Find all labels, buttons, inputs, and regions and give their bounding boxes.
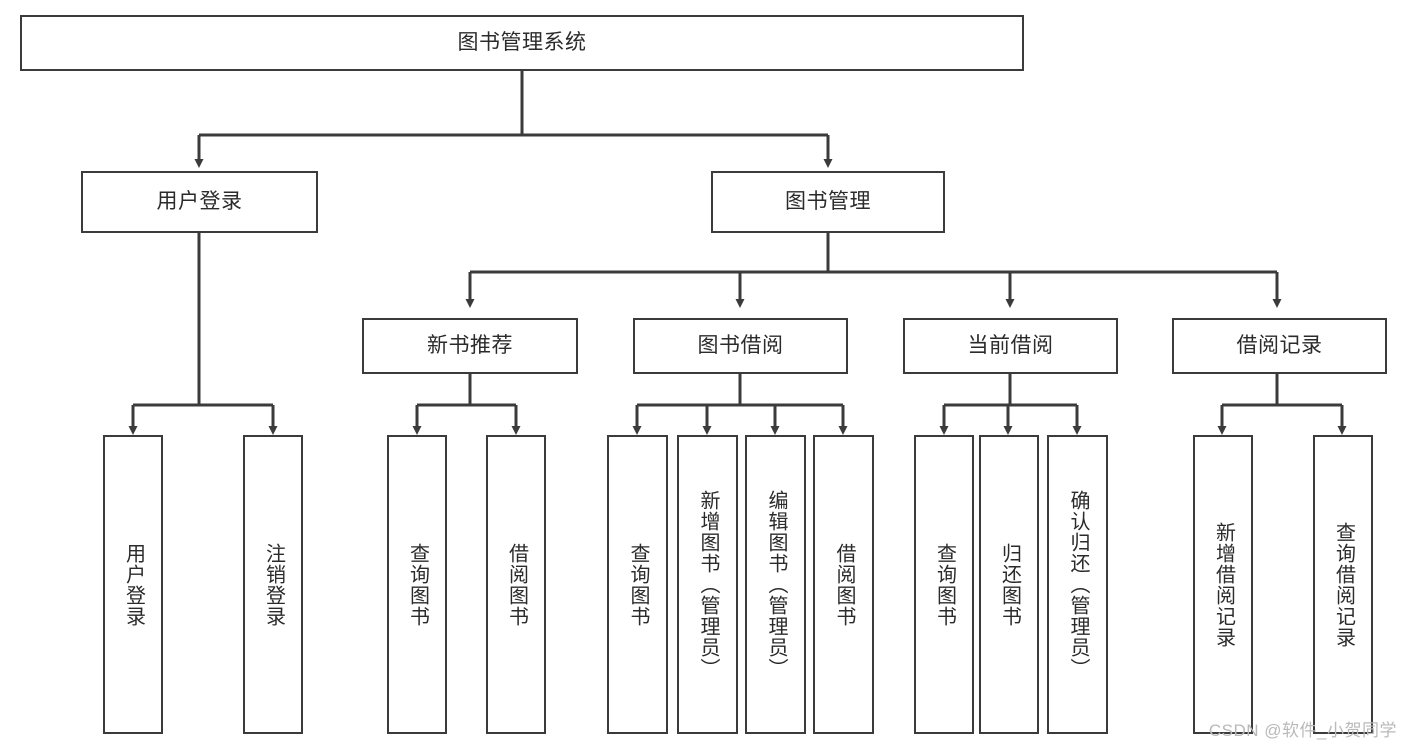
node-label: 归还图书 xyxy=(998,542,1021,627)
leaf-current-confirm-return-admin[interactable]: 确认归还（管理员） xyxy=(1047,435,1108,734)
node-label: 查询图书 xyxy=(406,542,429,627)
node-current-borrow[interactable]: 当前借阅 xyxy=(903,318,1118,374)
leaf-new-book-query[interactable]: 查询图书 xyxy=(387,435,447,734)
node-label: 借阅图书 xyxy=(833,542,855,627)
leaf-user-login-login[interactable]: 用户登录 xyxy=(103,435,163,734)
leaf-current-return-book[interactable]: 归还图书 xyxy=(979,435,1039,734)
node-new-book-recommend[interactable]: 新书推荐 xyxy=(362,318,578,374)
node-label: 新增图书（管理员） xyxy=(697,490,719,679)
leaf-borrow-query-book[interactable]: 查询图书 xyxy=(607,435,668,734)
node-label: 图书管理 xyxy=(785,190,871,214)
leaf-records-query-record[interactable]: 查询借阅记录 xyxy=(1313,435,1373,734)
node-label: 查询图书 xyxy=(933,542,956,627)
node-user-login[interactable]: 用户登录 xyxy=(81,171,318,233)
node-book-borrow[interactable]: 图书借阅 xyxy=(633,318,848,374)
leaf-records-add-record[interactable]: 新增借阅记录 xyxy=(1193,435,1253,734)
node-book-management[interactable]: 图书管理 xyxy=(711,171,945,233)
leaf-borrow-edit-book-admin[interactable]: 编辑图书（管理员） xyxy=(745,435,806,734)
node-label: 查询图书 xyxy=(627,542,649,627)
node-borrow-records[interactable]: 借阅记录 xyxy=(1172,318,1387,374)
csdn-watermark: CSDN @软件_小贺同学 xyxy=(1208,721,1397,740)
node-label: 用户登录 xyxy=(156,190,243,214)
node-label: 借阅记录 xyxy=(1236,334,1323,358)
leaf-current-query-book[interactable]: 查询图书 xyxy=(914,435,974,734)
node-label: 新书推荐 xyxy=(427,334,513,358)
leaf-borrow-borrow-book[interactable]: 借阅图书 xyxy=(813,435,874,734)
node-label: 图书借阅 xyxy=(697,334,784,358)
node-root-system[interactable]: 图书管理系统 xyxy=(20,15,1024,71)
leaf-borrow-add-book-admin[interactable]: 新增图书（管理员） xyxy=(677,435,738,734)
node-label: 查询借阅记录 xyxy=(1332,521,1355,648)
node-label: 当前借阅 xyxy=(967,334,1054,358)
node-label: 注销登录 xyxy=(262,542,285,627)
node-label: 确认归还（管理员） xyxy=(1067,490,1089,679)
leaf-new-book-borrow[interactable]: 借阅图书 xyxy=(486,435,546,734)
leaf-user-login-logout[interactable]: 注销登录 xyxy=(243,435,303,734)
node-label: 编辑图书（管理员） xyxy=(765,490,787,679)
node-label: 用户登录 xyxy=(122,542,145,627)
node-label: 借阅图书 xyxy=(505,542,528,627)
node-label: 新增借阅记录 xyxy=(1212,521,1235,648)
node-label: 图书管理系统 xyxy=(457,31,587,55)
